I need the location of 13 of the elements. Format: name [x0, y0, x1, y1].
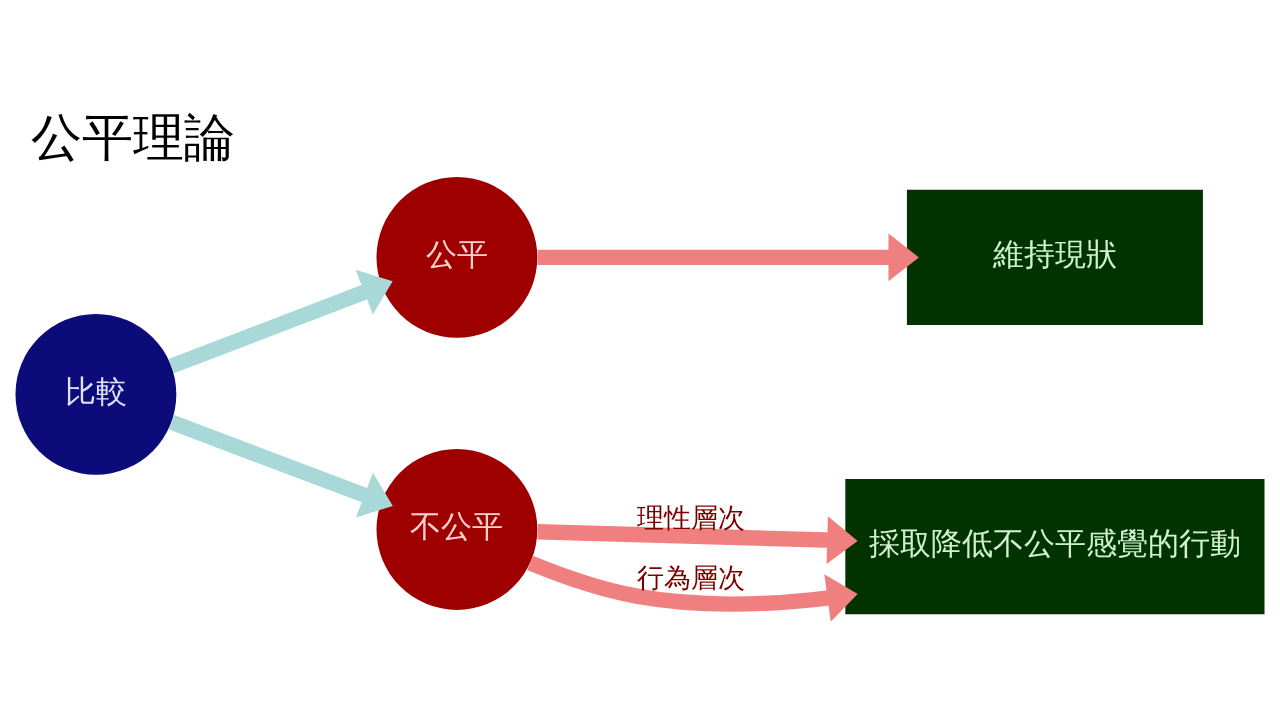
node-circle: 比較 [15, 313, 177, 475]
node-circle: 公平 [376, 176, 538, 338]
arrow [537, 515, 858, 564]
arrow [527, 555, 858, 621]
node-box: 維持現狀 [906, 189, 1203, 325]
arrow [537, 232, 919, 281]
edge-label: 行為層次 [637, 561, 746, 593]
node-circle: 不公平 [376, 448, 538, 610]
edge-label: 理性層次 [637, 501, 746, 533]
diagram-title: 公平理論 [30, 106, 235, 167]
node-box: 採取降低不公平感覺的行動 [845, 478, 1265, 614]
arrow [168, 414, 393, 518]
arrow [168, 269, 393, 373]
